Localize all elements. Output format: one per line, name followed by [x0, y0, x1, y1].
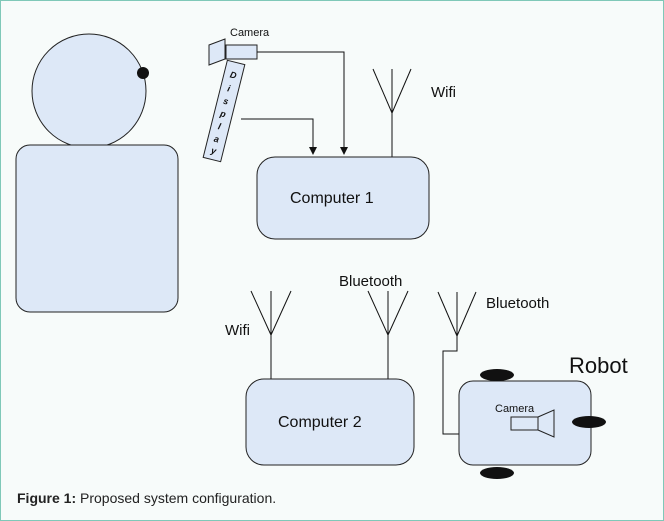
caption-text: Proposed system configuration. [76, 490, 277, 506]
computer-1 [256, 156, 430, 240]
robot-camera-label: Camera [495, 403, 535, 415]
robot: Robot Camera [458, 353, 628, 479]
wifi-antenna-top [372, 68, 412, 157]
robot-wheel [480, 369, 514, 381]
person-eye [137, 67, 149, 79]
caption-label: Figure 1: [17, 490, 77, 506]
person-head [31, 33, 147, 149]
robot-camera-body [510, 416, 539, 431]
wifi-left-label: Wifi [225, 322, 250, 339]
computer-2-label: Computer 2 [278, 414, 362, 431]
person [15, 33, 179, 313]
computer-1-label: Computer 1 [290, 190, 374, 207]
display-letter: p [218, 108, 227, 119]
display-letter: D [229, 70, 238, 81]
bluetooth-antenna-right [437, 291, 477, 337]
display-letter: s [222, 96, 229, 107]
bluetooth-antenna-mid [367, 290, 409, 379]
figure-caption: Figure 1: Proposed system configuration. [17, 490, 276, 506]
camera-to-computer1-arrow [257, 51, 348, 155]
robot-wheel [480, 467, 514, 479]
camera-top-lens-icon [208, 38, 226, 66]
camera-top: Camera [208, 27, 270, 66]
person-body [15, 144, 179, 313]
display: D i s p l a y [202, 59, 246, 163]
display-letter: l [217, 121, 222, 131]
display-panel [202, 59, 246, 163]
bluetooth-right-label: Bluetooth [486, 295, 549, 312]
robot-wheel [572, 416, 606, 428]
wifi-top-label: Wifi [431, 84, 456, 101]
wifi-antenna-left [250, 290, 292, 379]
bluetooth-mid-label: Bluetooth [339, 273, 402, 290]
display-to-computer1-arrow [241, 118, 317, 155]
display-letter: a [213, 134, 220, 145]
display-letter: i [226, 83, 231, 93]
camera-top-label: Camera [230, 27, 270, 39]
camera-top-body [225, 44, 258, 60]
computer-2 [245, 378, 415, 466]
display-letter: y [209, 145, 218, 156]
robot-label: Robot [569, 353, 628, 378]
bluetooth-to-robot-line [442, 336, 459, 435]
robot-camera-lens-icon [537, 409, 555, 438]
